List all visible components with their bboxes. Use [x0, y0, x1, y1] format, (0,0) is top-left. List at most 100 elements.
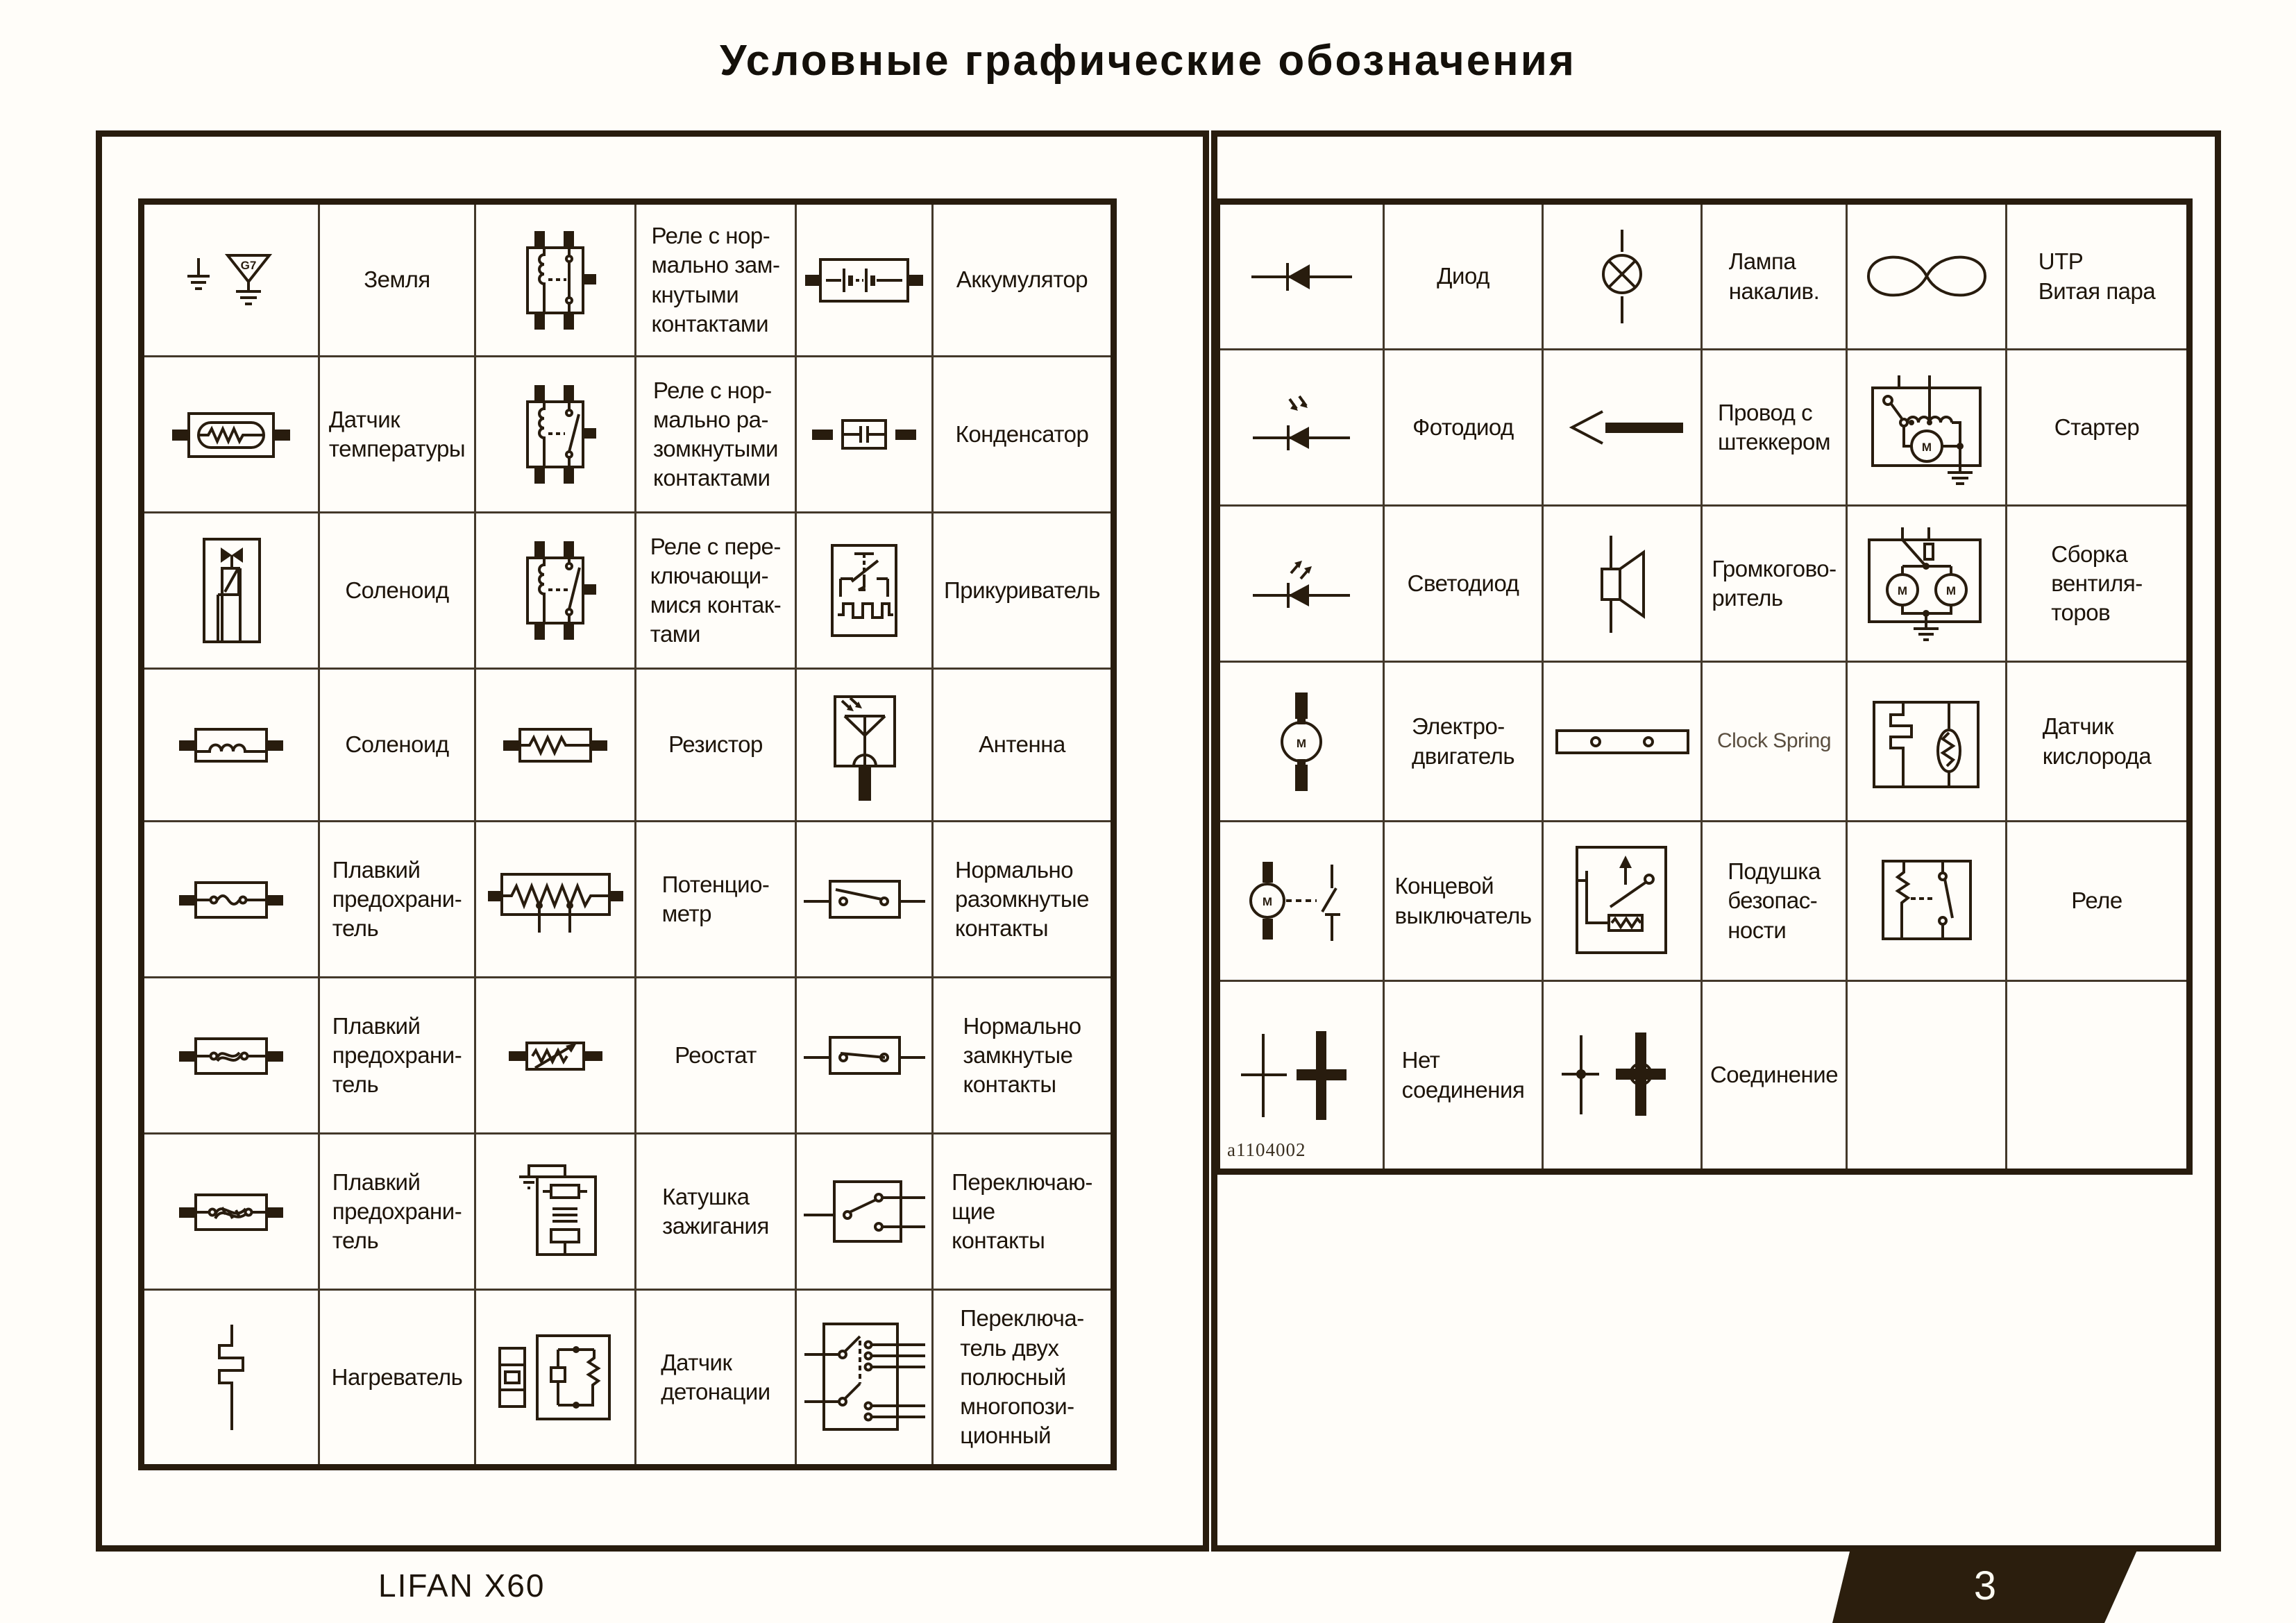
left-panel-frame	[96, 130, 1209, 1552]
symbol-cell	[1848, 663, 2007, 822]
label-cell: Соединение	[1703, 982, 1848, 1169]
symbol-cell: M	[1220, 663, 1385, 822]
right-symbol-table: Диод Лампа накалив. UTP Витая пара Фотод…	[1214, 198, 2193, 1175]
symbol-label: Концевой выключатель	[1394, 873, 1532, 928]
label-cell: Нормально разомкнутые контакты	[934, 822, 1111, 978]
label-cell: Реостат	[636, 978, 797, 1135]
symbol-cell: M	[1220, 822, 1385, 982]
symbol-label: Соленоид	[345, 577, 449, 603]
symbol-label: Лампа накалив.	[1728, 248, 1820, 304]
label-cell: Clock Spring	[1703, 663, 1848, 822]
symbol-label: Реостат	[675, 1042, 757, 1068]
label-cell: Реле с нор- мально зам- кнутыми контакта…	[636, 205, 797, 357]
normally-open-contacts-icon	[803, 879, 925, 919]
plug-wire-icon	[1569, 410, 1683, 445]
empty-label-cell	[2007, 982, 2186, 1169]
label-cell: Сборка вентиля- торов	[2007, 507, 2186, 663]
symbol-cell	[144, 670, 320, 822]
motor-letter: M	[1296, 737, 1306, 750]
label-cell: Земля	[320, 205, 476, 357]
twisted-pair-icon	[1866, 255, 1986, 297]
label-cell: Нормально замкнутые контакты	[934, 978, 1111, 1135]
airbag-icon	[1575, 846, 1667, 954]
no-connection-icon	[1241, 1031, 1347, 1120]
symbol-cell	[1544, 982, 1703, 1169]
label-cell: Переключа- тель двух полюсный многопози-…	[934, 1291, 1111, 1464]
loudspeaker-icon	[1600, 535, 1645, 633]
symbol-cell	[797, 1291, 934, 1464]
photodiode-icon	[1253, 395, 1350, 450]
symbol-cell	[1220, 982, 1385, 1169]
temperature-sensor-icon	[172, 411, 290, 458]
symbol-cell	[144, 513, 320, 670]
footer-model-name: LIFAN X60	[378, 1567, 546, 1604]
symbol-cell	[144, 822, 320, 978]
cigarette-lighter-icon	[831, 544, 897, 637]
solenoid-valve-icon	[202, 537, 261, 643]
label-cell: Фотодиод	[1385, 350, 1544, 507]
symbol-label: Плавкий предохрани- тель	[332, 856, 462, 942]
label-cell: Подушка безопас- ности	[1703, 822, 1848, 982]
resistor-icon	[503, 728, 607, 763]
symbol-label: Диод	[1437, 263, 1489, 289]
symbol-cell	[1544, 507, 1703, 663]
fan-assembly-icon: M M	[1868, 527, 1982, 641]
symbol-label: UTP Витая пара	[2038, 248, 2156, 304]
symbol-label: Нет соединения	[1401, 1047, 1525, 1103]
symbol-label: Провод с штеккером	[1717, 399, 1831, 454]
symbol-label: Датчик детонации	[661, 1349, 770, 1404]
led-icon	[1253, 560, 1350, 608]
symbol-label: Сборка вентиля- торов	[2051, 541, 2143, 626]
solenoid-coil-icon	[179, 728, 283, 763]
symbol-cell	[797, 822, 934, 978]
relay-changeover-contacts-icon	[525, 541, 596, 640]
symbol-cell	[476, 670, 636, 822]
symbol-label: Реле с нор- мально ра- зомкнутыми контак…	[653, 377, 778, 491]
symbol-cell	[144, 357, 320, 513]
symbol-label: Соленоид	[345, 731, 449, 758]
symbol-label: Clock Spring	[1716, 729, 1832, 753]
page-number: 3	[1973, 1563, 1997, 1608]
symbol-label: Реле	[2071, 887, 2122, 914]
label-cell: Прикуриватель	[934, 513, 1111, 670]
battery-icon	[805, 258, 923, 303]
symbol-cell	[1220, 205, 1385, 350]
symbol-cell	[1848, 205, 2007, 350]
label-cell: Концевой выключатель	[1385, 822, 1544, 982]
symbol-cell	[797, 1135, 934, 1291]
label-cell: Датчик температуры	[320, 357, 476, 513]
label-cell: Лампа накалив.	[1703, 205, 1848, 350]
antenna-icon	[833, 695, 896, 801]
page-title: Условные графические обозначения	[720, 37, 1576, 85]
ground-icon: G7	[187, 253, 273, 305]
fusible-link-icon	[179, 1193, 283, 1231]
relay-icon	[1881, 860, 1972, 940]
symbol-cell	[1220, 507, 1385, 663]
symbol-label: Датчик кислорода	[2042, 713, 2152, 769]
limit-switch-icon: M	[1249, 862, 1340, 941]
symbol-label: Нормально замкнутые контакты	[963, 1012, 1081, 1098]
label-cell: Провод с штеккером	[1703, 350, 1848, 507]
symbol-label: Электро- двигатель	[1411, 713, 1515, 769]
label-cell: Аккумулятор	[934, 205, 1111, 357]
symbol-label: Прикуриватель	[944, 577, 1100, 603]
label-cell: Реле	[2007, 822, 2186, 982]
symbol-label: Антенна	[979, 731, 1065, 758]
relay-nc-contacts-icon	[525, 230, 596, 330]
symbol-label: Потенцио- метр	[661, 871, 770, 926]
symbol-cell	[476, 205, 636, 357]
symbol-label: Переключа- тель двух полюсный многопози-…	[960, 1305, 1084, 1449]
fuse-icon	[179, 881, 283, 919]
symbol-label: Плавкий предохрани- тель	[332, 1169, 462, 1254]
symbol-cell	[1544, 822, 1703, 982]
symbol-label: Фотодиод	[1412, 414, 1514, 440]
oxygen-sensor-icon	[1873, 701, 1980, 788]
label-cell: Диод	[1385, 205, 1544, 350]
diode-icon	[1251, 262, 1352, 291]
fuse-wavy-icon	[179, 1037, 283, 1075]
empty-symbol-cell	[1848, 982, 2007, 1169]
symbol-label: Датчик температуры	[328, 406, 466, 461]
label-cell: UTP Витая пара	[2007, 205, 2186, 350]
label-cell: Плавкий предохрани- тель	[320, 1135, 476, 1291]
symbol-cell	[797, 357, 934, 513]
